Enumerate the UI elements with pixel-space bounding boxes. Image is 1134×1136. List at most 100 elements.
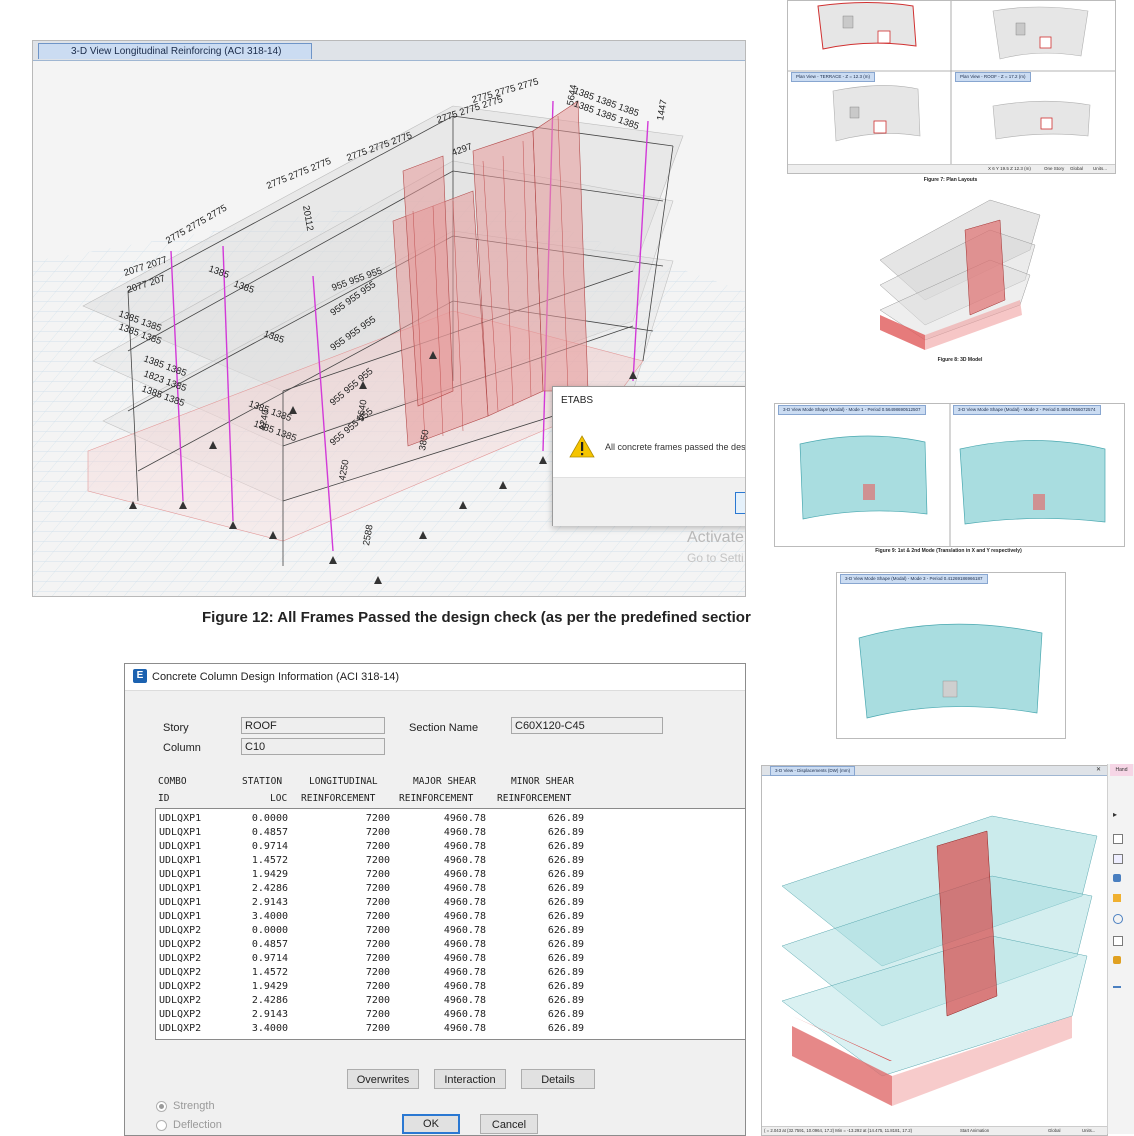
header-id: ID — [158, 793, 170, 804]
table-cell: 7200 — [365, 939, 390, 950]
header-combo: COMBO — [158, 776, 187, 787]
cancel-button[interactable]: Cancel — [480, 1114, 538, 1134]
mode-shapes-canvas[interactable] — [775, 404, 1124, 546]
table-cell: 0.4857 — [251, 827, 288, 838]
story-label: Story — [163, 722, 189, 734]
section-name-label: Section Name — [409, 722, 479, 734]
details-button[interactable]: Details — [521, 1069, 595, 1089]
table-cell: 1.4572 — [251, 967, 288, 978]
table-cell: 4960.78 — [443, 981, 486, 992]
mode-2-tab[interactable]: 3-D View Mode Shape (Modal) - Mode 2 - P… — [953, 405, 1101, 415]
column-label: Column — [163, 742, 201, 754]
plan-tab-terrace[interactable]: Plan View - TERRACE - Z = 12.3 (m) — [791, 72, 875, 82]
table-cell: 4960.78 — [443, 939, 486, 950]
table-cell: 7200 — [365, 995, 390, 1006]
ok-button[interactable]: OK — [402, 1114, 460, 1134]
table-cell: 626.89 — [547, 813, 584, 824]
table-cell: 1.9429 — [251, 981, 288, 992]
rebar-label-vert-1: 20112 — [300, 205, 315, 232]
plan-status-global[interactable]: Global — [1070, 166, 1084, 171]
link-icon[interactable] — [1113, 914, 1123, 924]
header-reinforcement-3: REINFORCEMENT — [497, 793, 572, 804]
mode-1-tab[interactable]: 3-D View Mode Shape (Modal) - Mode 1 - P… — [778, 405, 926, 415]
table-cell: 7200 — [365, 827, 390, 838]
table-cell: 4960.78 — [443, 869, 486, 880]
lock-icon[interactable] — [1113, 956, 1121, 964]
table-cell: 7200 — [365, 953, 390, 964]
rebar-label-vert-6: 3850 — [417, 429, 432, 452]
model-canvas[interactable]: 2775 2775 2775 2775 2775 2775 2775 2775 … — [33, 61, 745, 596]
displacements-global[interactable]: Global — [1048, 1128, 1061, 1133]
figure-12-caption: Figure 12: All Frames Passed the design … — [202, 609, 751, 626]
interaction-button[interactable]: Interaction — [434, 1069, 506, 1089]
table-cell: UDLQXP1 — [159, 869, 202, 880]
table-cell: 1.9429 — [251, 869, 288, 880]
3d-model-figure — [879, 199, 1041, 350]
table-cell: 7200 — [365, 813, 390, 824]
table-cell: 626.89 — [547, 939, 584, 950]
column-field: C10 — [241, 738, 385, 755]
layers-icon[interactable] — [1113, 874, 1121, 882]
table-cell: 626.89 — [547, 869, 584, 880]
table-cell: UDLQXP1 — [159, 855, 202, 866]
displacements-status-bar: ( = 2.043 at (32.7591, 10.0964, 17.2) Mi… — [762, 1126, 1107, 1135]
table-cell: UDLQXP1 — [159, 827, 202, 838]
page-icon[interactable] — [1113, 834, 1123, 844]
play-icon[interactable]: ▸ — [1113, 810, 1118, 819]
folder-icon[interactable] — [1113, 894, 1121, 902]
export-icon[interactable] — [1113, 936, 1123, 946]
table-cell: 4960.78 — [443, 925, 486, 936]
strength-radio[interactable] — [156, 1101, 167, 1112]
deflection-radio-label: Deflection — [173, 1119, 222, 1131]
table-cell: 4960.78 — [443, 813, 486, 824]
mode-shapes-window: 3-D View Mode Shape (Modal) - Mode 1 - P… — [774, 403, 1125, 547]
table-cell: 7200 — [365, 967, 390, 978]
view-tab[interactable]: 3-D View Longitudinal Reinforcing (ACI 3… — [38, 43, 313, 59]
displacements-tab[interactable]: 3-D View - Displacements (DW) (mm) — [770, 766, 856, 776]
table-cell: 0.4857 — [251, 939, 288, 950]
table-cell: 1.4572 — [251, 855, 288, 866]
concrete-column-design-dialog: E Concrete Column Design Information (AC… — [124, 663, 746, 1136]
figure-9-caption: Figure 9: 1st & 2nd Mode (Translation in… — [875, 548, 1022, 554]
table-cell: 7200 — [365, 981, 390, 992]
displacements-window: 3-D View - Displacements (DW) (mm) ✕ ( =… — [761, 765, 1108, 1136]
deflection-radio[interactable] — [156, 1120, 167, 1131]
table-cell: 0.0000 — [251, 813, 288, 824]
header-major-shear: MAJOR SHEAR — [413, 776, 476, 787]
table-cell: UDLQXP1 — [159, 897, 202, 908]
table-cell: 7200 — [365, 1023, 390, 1034]
table-cell: 3.4000 — [251, 1023, 288, 1034]
table-cell: UDLQXP2 — [159, 995, 202, 1006]
plan-tab-roof[interactable]: Plan View - ROOF - Z = 17.2 (m) — [955, 72, 1031, 82]
mode-3-canvas[interactable] — [837, 573, 1065, 738]
etabs-ok-button[interactable] — [735, 492, 745, 514]
plan-status-story[interactable]: One Story — [1044, 166, 1065, 171]
copy-icon[interactable] — [1113, 854, 1123, 864]
rebar-label-top-5: 2775 2775 2775 — [471, 76, 540, 106]
rebar-label-vert-7: 2588 — [361, 524, 376, 547]
table-cell: 626.89 — [547, 995, 584, 1006]
rebar-label-vert-4: 1447 — [655, 99, 670, 122]
table-cell: UDLQXP2 — [159, 1023, 202, 1034]
table-cell: 4960.78 — [443, 827, 486, 838]
displacements-units[interactable]: Units... — [1082, 1128, 1096, 1133]
side-toolbar: Hand ▸ — [1107, 764, 1134, 1134]
table-cell: 7200 — [365, 925, 390, 936]
plan-layouts-canvas[interactable] — [788, 1, 1115, 173]
table-cell: 3.4000 — [251, 911, 288, 922]
edit-icon[interactable] — [1113, 978, 1121, 988]
header-longitudinal: LONGITUDINAL — [309, 776, 378, 787]
side-tab[interactable]: Hand — [1110, 764, 1133, 776]
start-animation-button[interactable]: Start Animation — [960, 1128, 990, 1133]
rebar-label-vert-5: 4250 — [337, 459, 352, 482]
plan-status-units[interactable]: Units... — [1093, 166, 1108, 171]
close-icon[interactable]: ✕ — [1096, 767, 1102, 773]
displacements-canvas[interactable] — [762, 776, 1107, 1125]
mode-3-tab[interactable]: 3-D View Mode Shape (Modal) - Mode 3 - P… — [840, 574, 988, 584]
overwrites-button[interactable]: Overwrites — [347, 1069, 419, 1089]
